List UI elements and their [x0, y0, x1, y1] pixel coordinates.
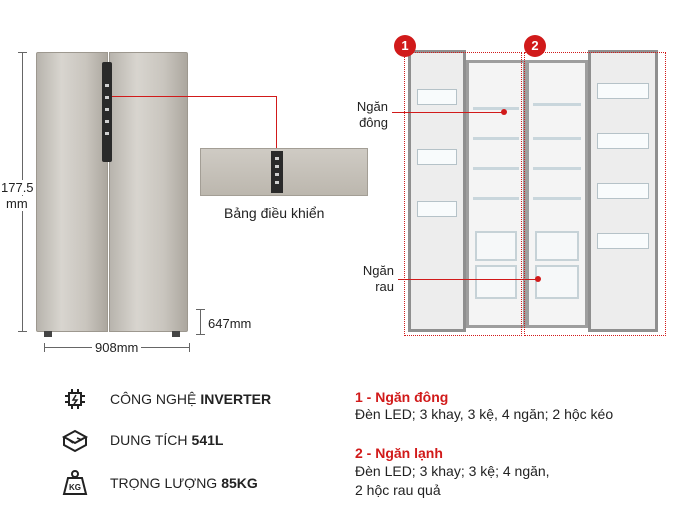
spec-fridge-text-line2: 2 hộc rau quả	[355, 482, 441, 498]
control-panel-strip	[102, 62, 112, 162]
control-panel-caption: Bảng điều khiển	[224, 205, 325, 221]
width-dimension-tick	[189, 343, 190, 352]
freezer-door	[408, 50, 466, 332]
vegetable-drawer	[535, 231, 579, 261]
feature-inverter: CÔNG NGHỆ INVERTER	[60, 384, 271, 414]
depth-dimension-line	[200, 309, 201, 335]
vegetable-callout-line2: rau	[375, 279, 394, 294]
vegetable-pointer-dot	[535, 276, 541, 282]
spec-freezer-text: Đèn LED; 3 khay, 3 kệ, 4 ngăn; 2 hộc kéo	[355, 406, 614, 422]
freezer-zone-outline	[404, 52, 522, 336]
feature-capacity: DUNG TÍCH 541L	[60, 425, 223, 455]
vegetable-callout: Ngăn rau	[344, 263, 394, 295]
freezer-pointer-dot	[501, 109, 507, 115]
feature-inverter-value: INVERTER	[200, 391, 272, 407]
control-panel-strip	[271, 151, 283, 193]
feature-capacity-value: 541L	[191, 432, 224, 448]
fridge-badge: 2	[524, 35, 546, 57]
fridge-compartment	[526, 60, 588, 328]
fridge-foot	[172, 331, 180, 337]
freezer-badge: 1	[394, 35, 416, 57]
freezer-callout: Ngăn đông	[344, 99, 388, 131]
freezer-drawer	[475, 231, 517, 261]
depth-value: 647mm	[208, 316, 252, 331]
weight-icon: KG	[60, 468, 90, 498]
fridge-door	[588, 50, 658, 332]
control-panel-pointer-line	[276, 96, 277, 152]
fridge-right-door	[109, 52, 188, 332]
fridge-left-door	[36, 52, 108, 332]
feature-weight: KG TRỌNG LƯỢNG 85KG	[60, 468, 258, 498]
depth-dimension-tick	[196, 334, 205, 335]
feature-capacity-label: DUNG TÍCH	[110, 432, 188, 448]
depth-dimension-tick	[196, 309, 205, 310]
spec-freezer-title: 1 - Ngăn đông	[355, 389, 449, 405]
freezer-pointer-line	[392, 112, 504, 113]
fridge-front-image	[36, 52, 188, 337]
freezer-callout-line2: đông	[359, 115, 388, 130]
freezer-callout-line1: Ngăn	[356, 99, 388, 114]
height-dimension-tick	[18, 52, 27, 53]
height-unit: mm	[6, 196, 28, 211]
spec-fridge-text-line1: Đèn LED; 3 khay; 3 kệ; 4 ngăn,	[355, 463, 550, 479]
weight-icon-text: KG	[69, 483, 81, 492]
vegetable-callout-line1: Ngăn	[362, 263, 394, 278]
vegetable-pointer-line	[398, 279, 538, 280]
feature-weight-label: TRỌNG LƯỢNG	[110, 475, 218, 491]
control-panel-pointer-line	[112, 96, 277, 97]
vegetable-drawer	[535, 265, 579, 299]
capacity-icon	[60, 425, 90, 455]
width-dimension-tick	[44, 343, 45, 352]
inverter-chip-icon	[60, 384, 90, 414]
width-value: 908mm	[92, 340, 142, 355]
feature-inverter-label: CÔNG NGHỆ	[110, 391, 197, 407]
feature-weight-value: 85KG	[221, 475, 258, 491]
freezer-drawer	[475, 265, 517, 299]
height-dimension-tick	[18, 331, 27, 332]
fridge-foot	[44, 331, 52, 337]
fridge-zone-outline	[524, 52, 666, 336]
height-value: 177.5	[0, 180, 35, 195]
spec-fridge-title: 2 - Ngăn lạnh	[355, 445, 443, 461]
control-panel-closeup-image	[200, 148, 368, 196]
